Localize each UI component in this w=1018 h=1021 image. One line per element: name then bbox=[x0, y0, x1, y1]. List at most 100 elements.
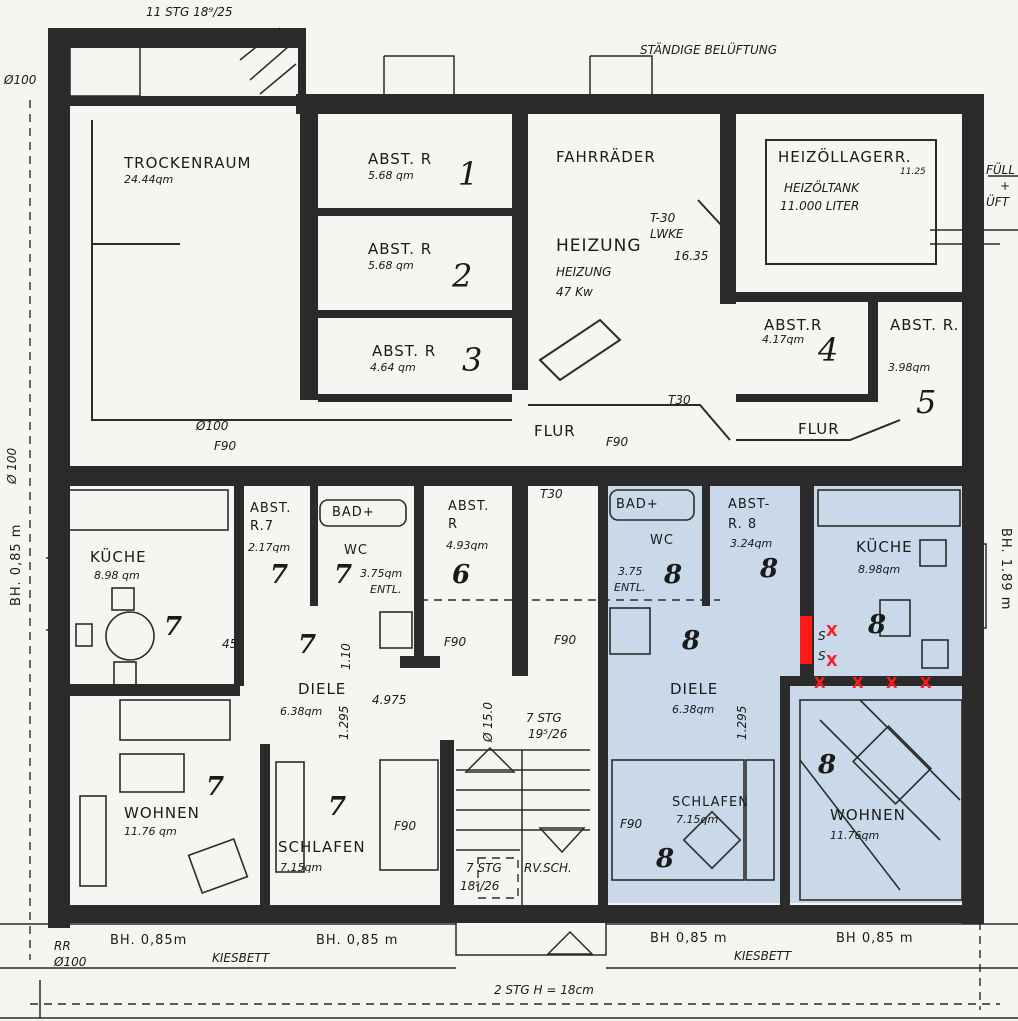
abst7-area: 2.17qm bbox=[248, 541, 291, 554]
right-bh-label: BH. 1.89 m bbox=[998, 528, 1013, 611]
bottom-bh-1: BH. 0,85m bbox=[110, 933, 188, 948]
trockenraum-name: TROCKENRAUM bbox=[124, 154, 252, 172]
bad-right-wc: WC bbox=[650, 533, 674, 548]
heizung-door: T-30 bbox=[650, 211, 676, 225]
kiesbett-label-2: KIESBETT bbox=[734, 949, 792, 963]
stair-low-rv: RV.SCH. bbox=[524, 861, 572, 875]
heizoel-name: HEIZÖLLAGERR. bbox=[778, 148, 912, 166]
fill-label-3: ÜFT bbox=[986, 195, 1010, 209]
bad-left-name: BAD+ bbox=[332, 505, 375, 520]
red-x-mark: X bbox=[826, 652, 838, 670]
pipe-top-left-label: Ø100 bbox=[4, 73, 37, 87]
abst8-area: 3.24qm bbox=[730, 537, 773, 550]
bad-right-area: 3.75 bbox=[618, 565, 643, 578]
abst-left-name1: ABST. bbox=[448, 499, 490, 514]
trockenraum-area: 24.44qm bbox=[124, 173, 174, 186]
inner-walls-upper bbox=[64, 28, 962, 402]
abst7-name1: ABST. bbox=[250, 501, 292, 516]
abst7-name2: R.7 bbox=[250, 519, 274, 534]
abst2-name: ABST. R bbox=[368, 240, 433, 258]
abst2-area: 5.68 qm bbox=[368, 259, 414, 272]
wohnen-left-num: 7 bbox=[206, 772, 225, 802]
wohnen-right-num: 8 bbox=[818, 750, 837, 780]
bottom-stg-label: 2 STG H = 18cm bbox=[494, 983, 594, 997]
abst-left-num: 6 bbox=[452, 560, 471, 590]
bottom-bh-3: BH 0,85 m bbox=[650, 931, 728, 946]
rr-label: RR bbox=[54, 939, 71, 953]
f90-label-b: F90 bbox=[606, 435, 629, 449]
schlafen-left-name: SCHLAFEN bbox=[278, 838, 366, 856]
abst5-name: ABST. R. bbox=[890, 316, 960, 334]
abst-left-name2: R bbox=[448, 517, 459, 532]
fixtures bbox=[67, 489, 963, 901]
bad-right-entl: ENTL. bbox=[614, 581, 646, 594]
red-x-mark: X bbox=[852, 674, 864, 692]
f90-label-d: F90 bbox=[394, 819, 417, 833]
outer-walls bbox=[48, 28, 984, 928]
kueche-right-name: KÜCHE bbox=[856, 538, 913, 556]
s-mark-2: S bbox=[818, 649, 826, 663]
diele-right-dim: 1.295 bbox=[735, 705, 749, 740]
ventilation-label: STÄNDIGE BELÜFTUNG bbox=[640, 43, 778, 57]
diele-left-area: 6.38qm bbox=[280, 705, 323, 718]
schlafen-left-area: 7.15qm bbox=[280, 861, 323, 874]
red-x-mark: X bbox=[886, 674, 898, 692]
bad-left-area: 3.75qm bbox=[360, 567, 403, 580]
red-x-mark: X bbox=[826, 622, 838, 640]
abst8-name2: R. 8 bbox=[728, 517, 758, 532]
abst8-num: 8 bbox=[760, 554, 779, 584]
bad-right-num: 8 bbox=[664, 560, 683, 590]
kueche-left-num: 7 bbox=[164, 612, 183, 642]
diele-right-name: DIELE bbox=[670, 680, 719, 698]
abst3-num: 3 bbox=[462, 341, 483, 379]
diele-left-dim4: 45 bbox=[222, 637, 238, 651]
abst3-name: ABST. R bbox=[372, 342, 437, 360]
flur1-name: FLUR bbox=[534, 422, 576, 440]
abst1-num: 1 bbox=[458, 155, 479, 193]
stair-mid-line1: 7 STG bbox=[526, 711, 562, 725]
bottom-bh-4: BH 0,85 m bbox=[836, 931, 914, 946]
heizung-door2: LWKE bbox=[650, 227, 684, 241]
s-mark-1: S bbox=[818, 629, 826, 643]
red-x-mark: X bbox=[814, 674, 826, 692]
inner-walls-lower bbox=[64, 466, 964, 908]
diele-right-area: 6.38qm bbox=[672, 703, 715, 716]
bad-right-name: BAD+ bbox=[616, 497, 659, 512]
bottom-bh-2: BH. 0,85 m bbox=[316, 933, 399, 948]
diele-left-dim1: 1.10 bbox=[339, 643, 353, 670]
kueche-right-num: 8 bbox=[868, 610, 887, 640]
stair-low-line1: 7 STG bbox=[466, 861, 502, 875]
abst4-name: ABST.R bbox=[764, 316, 823, 334]
fahrraeder-name: FAHRRÄDER bbox=[556, 148, 656, 166]
abst7-num: 7 bbox=[270, 560, 289, 590]
interior-lines bbox=[91, 120, 937, 441]
f90-label-f: F90 bbox=[620, 817, 643, 831]
left-pipe-label: Ø 100 bbox=[5, 447, 19, 484]
wohnen-left-area: 11.76 qm bbox=[124, 825, 177, 838]
schlafen-right-name: SCHLAFEN bbox=[672, 795, 749, 810]
abst1-name: ABST. R bbox=[368, 150, 433, 168]
stair-low-line2: 18⁵/26 bbox=[460, 879, 500, 893]
heizung-sub: HEIZUNG bbox=[556, 265, 612, 279]
diele-right-num: 8 bbox=[682, 626, 701, 656]
heizoel-liters: 11.000 LITER bbox=[780, 199, 860, 213]
wohnen-left-name: WOHNEN bbox=[124, 804, 200, 822]
red-wall-mark bbox=[800, 616, 812, 664]
heizung-power: 47 Kw bbox=[556, 285, 593, 299]
fill-label-1: FÜLL bbox=[986, 163, 1016, 177]
diele-left-dim3: 4.975 bbox=[372, 693, 407, 707]
bad-left-entl: ENTL. bbox=[370, 583, 402, 596]
abst5-num: 5 bbox=[916, 383, 937, 421]
heizung-name: HEIZUNG bbox=[556, 236, 642, 256]
fill-label-2: + bbox=[1000, 179, 1011, 193]
left-bh-label: BH. 0,85 m bbox=[9, 523, 24, 606]
stair-top-label: 11 STG 18⁹/25 bbox=[146, 5, 233, 19]
dashed-outline bbox=[29, 96, 1000, 1010]
t30-label-b: T30 bbox=[540, 487, 563, 501]
kueche-left-name: KÜCHE bbox=[90, 548, 147, 566]
abst-left-area: 4.93qm bbox=[446, 539, 489, 552]
stair-mid-dim: Ø 15.0 bbox=[481, 702, 495, 742]
red-x-mark: X bbox=[920, 674, 932, 692]
pipe-mid-label: Ø100 bbox=[196, 419, 229, 433]
